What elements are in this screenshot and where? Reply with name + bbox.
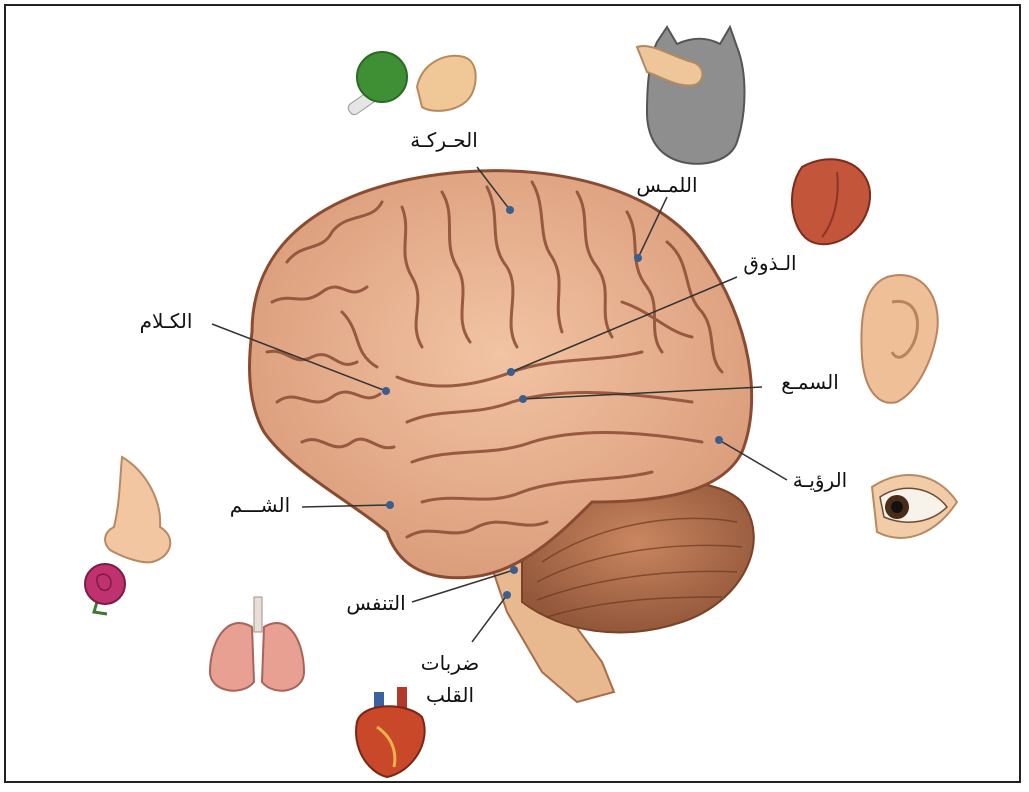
label-heartbeat-line2: القلب [426,683,474,707]
eye-icon [872,475,957,538]
heart-icon [356,687,425,777]
label-smell: الشـــم [230,493,290,517]
label-movement: الحـركـة [410,128,478,152]
cat-touch-icon [637,27,745,164]
label-taste: الـذوق [743,251,796,275]
label-heartbeat-line1: ضربات [421,651,480,675]
lungs-icon [210,597,304,691]
rose-icon [85,564,125,614]
nose-icon [105,457,170,562]
label-speech: الكـلام [140,309,193,333]
tongue-icon [792,159,870,244]
label-breathing: التنفس [346,591,405,615]
label-touch: اللمـس [636,173,697,197]
ping-pong-paddle-hand-icon [346,52,475,117]
brain-function-diagram: الحـركـة اللمـس الـذوق الكـلام السمـع ال… [6,6,1023,785]
label-vision: الرؤيـة [793,468,848,492]
diagram-frame: الحـركـة اللمـس الـذوق الكـلام السمـع ال… [4,4,1021,783]
label-hearing: السمـع [781,370,839,394]
ear-icon [861,275,937,403]
